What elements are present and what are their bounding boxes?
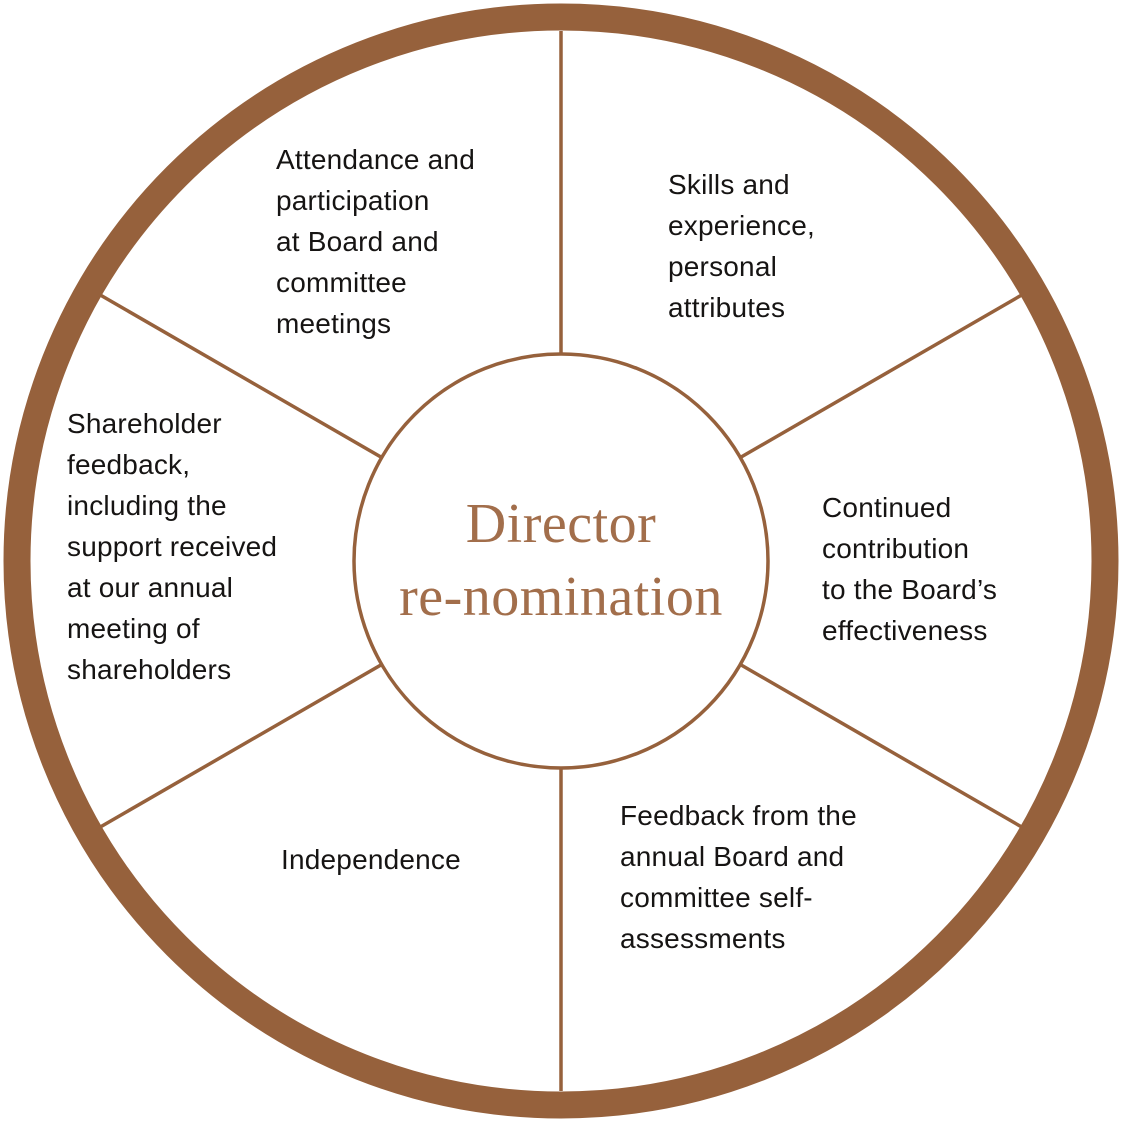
- spoke-upper-right: [739, 293, 1023, 460]
- segment-label-self-assessments: Feedback from the annual Board and commi…: [620, 800, 857, 954]
- segment-label-shareholder-feedback: Shareholder feedback, including the supp…: [67, 408, 278, 685]
- center-title: Director re-nomination: [399, 493, 723, 628]
- inner-circle: [352, 352, 770, 770]
- outer-ring: [3, 3, 1119, 1119]
- segment-label-attendance: Attendance and participation at Board an…: [276, 144, 475, 339]
- segment-label-independence: Independence: [281, 844, 461, 875]
- segment-label-continued-contribution: Continued contribution to the Board’s ef…: [822, 492, 998, 646]
- segment-label-skills-experience: Skills and experience, personal attribut…: [668, 169, 815, 323]
- spoke-lower-right: [739, 662, 1023, 829]
- spoke-upper-left: [99, 293, 383, 460]
- spoke-lower-left: [99, 662, 383, 829]
